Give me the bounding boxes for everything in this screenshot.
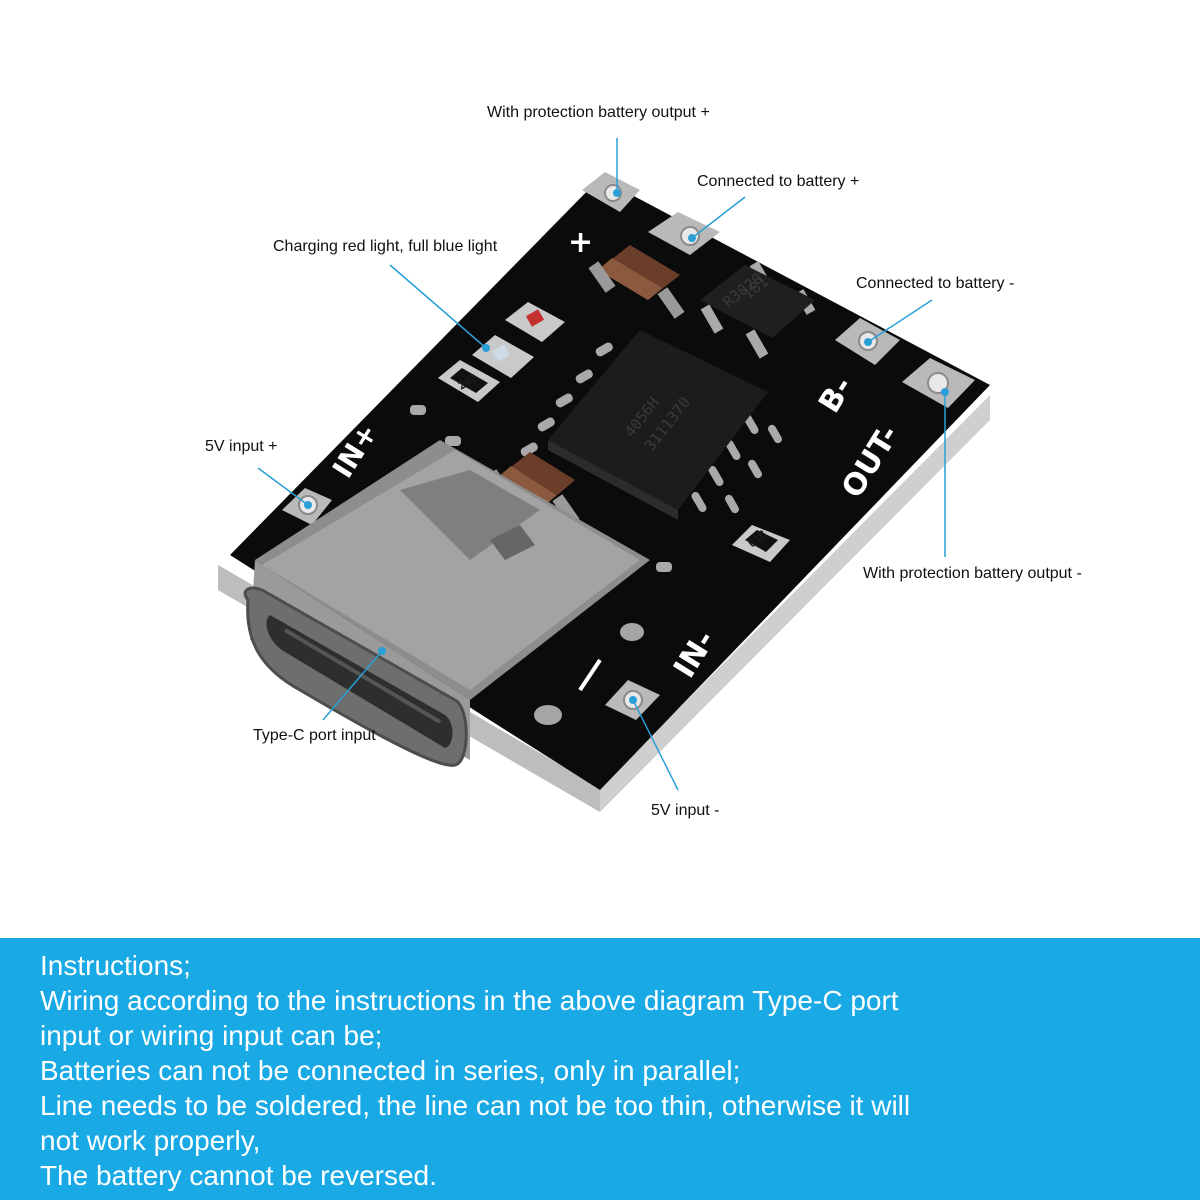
typec-connector: [243, 440, 650, 767]
dot-protected-output-minus: [941, 388, 949, 396]
silk-plus: +: [568, 225, 593, 260]
charger-ic: 4056H 3111370: [548, 330, 768, 520]
instruction-line: Line needs to be soldered, the line can …: [40, 1090, 911, 1121]
dot-led-status: [482, 344, 490, 352]
instruction-line: input or wiring input can be;: [40, 1020, 383, 1051]
callout-labels: With protection battery output + Connect…: [205, 104, 1082, 819]
pad-protected-output-minus: [902, 358, 975, 408]
leader-battery-minus: [867, 299, 933, 343]
instruction-line: not work properly,: [40, 1125, 261, 1156]
label-typec-input: Type-C port input: [253, 727, 376, 744]
pad-extra: [534, 623, 644, 725]
label-battery-minus: Connected to battery -: [856, 275, 1014, 292]
label-led-status: Charging red light, full blue light: [273, 238, 498, 255]
label-protected-output-plus: With protection battery output +: [487, 104, 710, 121]
leader-lines: [257, 138, 946, 791]
label-protected-output-minus: With protection battery output -: [863, 565, 1082, 582]
protection-mosfet: R3020 181: [700, 261, 816, 359]
instructions-panel: Instructions; Wiring according to the in…: [0, 938, 1200, 1200]
instructions-heading: Instructions;: [40, 950, 191, 981]
dot-protected-output-plus: [613, 189, 621, 197]
dot-typec-input: [378, 647, 386, 655]
leader-5v-input-minus: [632, 699, 679, 791]
module-diagram: 4056H 3111370 R3020 181 202 01B: [205, 104, 1082, 819]
led-red: [505, 302, 565, 342]
label-5v-input-minus: 5V input -: [651, 802, 719, 819]
dot-5v-input-minus: [629, 696, 637, 704]
instruction-line: The battery cannot be reversed.: [40, 1160, 437, 1191]
label-5v-input-plus: 5V input +: [205, 438, 278, 455]
instruction-line: Wiring according to the instructions in …: [40, 985, 899, 1016]
dot-5v-input-plus: [304, 501, 312, 509]
dot-battery-plus: [688, 234, 696, 242]
capacitor-top: [588, 245, 685, 319]
resistor-01b: 01B: [732, 525, 790, 562]
leader-battery-plus: [691, 196, 746, 239]
leader-led-status: [389, 264, 487, 349]
leader-typec-input: [322, 650, 383, 721]
leader-5v-input-plus: [257, 467, 309, 506]
dot-battery-minus: [864, 338, 872, 346]
resistor-202: 202: [438, 360, 500, 402]
label-battery-plus: Connected to battery +: [697, 173, 859, 190]
leader-dots: [304, 189, 949, 704]
instruction-line: Batteries can not be connected in series…: [40, 1055, 741, 1086]
